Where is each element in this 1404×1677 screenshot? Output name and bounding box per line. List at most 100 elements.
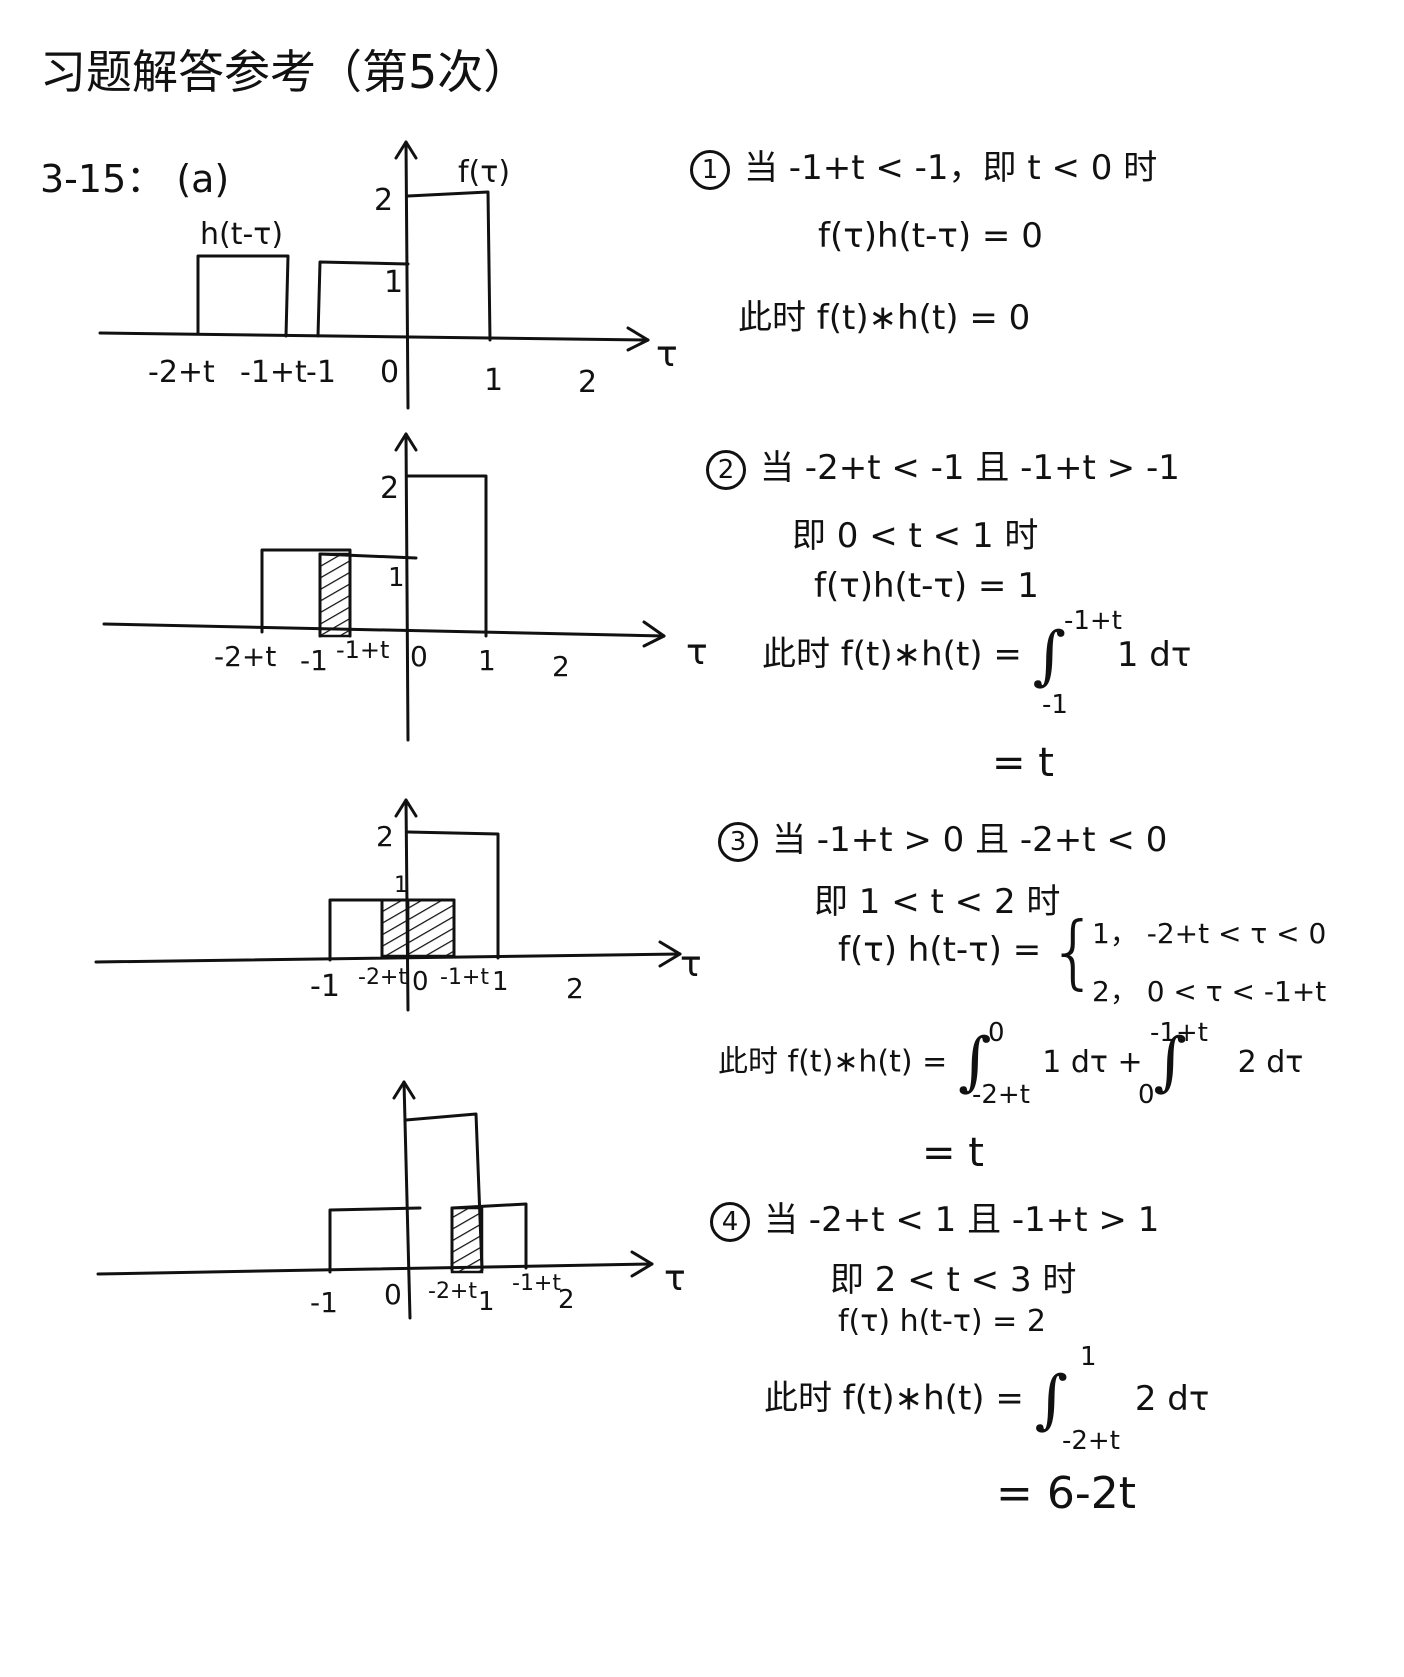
case4-integral-sign: ∫ [1034, 1363, 1068, 1437]
case2-integrand: 1 dτ [1116, 634, 1192, 675]
plot3-y-axis-arrow [394, 798, 418, 818]
plot2-axis-label: τ [686, 632, 708, 673]
case2-condition: 当 -2+t < -1 且 -1+t > -1 [760, 448, 1180, 488]
plot3-axis-label: τ [680, 944, 702, 985]
plot4-tau-axis-arrow [630, 1250, 654, 1278]
plot1-xtick-m1: -1 [306, 355, 336, 390]
case4-product: f(τ) h(t-τ) = 2 [838, 1304, 1046, 1339]
case3-integral-2-sign: ∫ [1153, 1025, 1187, 1099]
plot2-xtick-m1: -1 [300, 644, 328, 677]
plot4-xtick-m1: -1 [310, 1286, 338, 1319]
case3-integrand-2: 2 dτ [1237, 1044, 1304, 1080]
case3-int2-lower: 0 [1138, 1080, 1155, 1110]
plot3-tau-axis [94, 952, 682, 964]
plot-2: 2 1 -2+t -1 -1+t 0 1 2 τ [102, 432, 708, 742]
plot2-tau-axis [102, 622, 666, 638]
case3-brace: { [1048, 905, 1099, 998]
plot1-tau-axis [98, 331, 650, 342]
plot1-y-axis-arrow [394, 140, 418, 160]
case3-piece-1: 1， -2+t < τ < 0 [1092, 917, 1327, 950]
case3-int1-lower: -2+t [972, 1080, 1030, 1110]
case4-equals: = 6-2t [996, 1468, 1136, 1519]
plot2-f-rect-2 [406, 474, 488, 638]
plot1-tau-axis-arrow [626, 326, 650, 352]
plot4-xtick-0: 0 [384, 1278, 402, 1311]
plot2-y-axis [404, 432, 410, 742]
plot4-y-axis [402, 1080, 412, 1320]
plot2-overlap-region [318, 552, 352, 638]
plot2-y-axis-arrow [394, 432, 418, 452]
plot3-xtick-m2t: -2+t [358, 965, 407, 990]
case1-result: 此时 f(t)∗h(t) = 0 [738, 298, 1031, 338]
plot1-h-shifted-rect [196, 254, 290, 338]
case2-int-lower: -1 [1042, 690, 1068, 720]
plot3-xtick-0: 0 [412, 967, 429, 997]
plot3-y-axis [404, 798, 410, 1012]
plot4-overlap-region [450, 1206, 484, 1274]
plot4-f-rect-2 [404, 1112, 484, 1272]
case2-result-lhs: 此时 f(t)∗h(t) = [762, 634, 1022, 675]
plot1-ytick-2: 2 [374, 183, 393, 218]
plot4-tau-axis [96, 1262, 654, 1276]
problem-label: 3-15： (a) [40, 157, 230, 201]
plot1-h-label: h(t-τ) [200, 217, 283, 252]
plot1-f-rect-2 [406, 190, 492, 342]
plot1-f-rect-1 [316, 260, 410, 338]
case4-result-lhs: 此时 f(t)∗h(t) = [764, 1378, 1024, 1419]
case3-integral-1-sign: ∫ [958, 1025, 992, 1099]
plot1-axis-label: τ [656, 334, 678, 375]
plot3-overlap-right [406, 898, 456, 958]
case3-equals: = t [922, 1130, 984, 1176]
plot4-h-shifted-rect [450, 1202, 528, 1272]
plot1-ytick-1: 1 [384, 265, 403, 300]
case2-range: 即 0 < t < 1 时 [792, 516, 1039, 556]
plot4-axis-label: τ [664, 1258, 686, 1299]
case4-condition: 当 -2+t < 1 且 -1+t > 1 [764, 1200, 1160, 1240]
case3-condition: 当 -1+t > 0 且 -2+t < 0 [772, 820, 1168, 860]
case4-int-upper: 1 [1080, 1342, 1097, 1372]
case3-number: 3 [718, 821, 758, 862]
plot3-f-rect-1 [328, 898, 456, 962]
case3-result-lhs: 此时 f(t)∗h(t) = [718, 1044, 948, 1080]
case3-range: 即 1 < t < 2 时 [814, 882, 1061, 922]
plot2-xtick-0: 0 [410, 640, 428, 673]
plot2-xtick-m1t: -1+t [336, 636, 389, 664]
plot3-xtick-1: 1 [492, 967, 509, 997]
plot3-xtick-2: 2 [566, 972, 584, 1005]
case3-int2-upper: -1+t [1150, 1018, 1208, 1048]
plot4-xtick-m2t: -2+t [428, 1279, 477, 1304]
plot2-tau-axis-arrow [642, 620, 666, 648]
plot4-xtick-m1t: -1+t [512, 1271, 561, 1296]
plot4-xtick-2: 2 [558, 1285, 575, 1315]
plot2-h-shifted-rect [260, 548, 352, 638]
plot2-xtick-m2t: -2+t [214, 640, 276, 673]
case4-int-lower: -2+t [1062, 1426, 1120, 1456]
plot2-ytick-1: 1 [388, 563, 405, 593]
case2-integral-sign: ∫ [1032, 619, 1066, 693]
plot3-overlap-left [380, 898, 410, 958]
case4-integrand: 2 dτ [1134, 1378, 1210, 1419]
case2-number: 2 [706, 449, 746, 490]
plot4-y-axis-arrow [392, 1080, 416, 1100]
plot-4: -1 0 -2+t 1 -1+t 2 τ [96, 1080, 686, 1320]
case3-product-lhs: f(τ) h(t-τ) = [838, 930, 1042, 970]
plot1-xtick-m1t: -1+t [240, 355, 307, 390]
case4-number: 4 [710, 1201, 750, 1242]
plot3-ytick-1: 1 [394, 873, 408, 898]
plot4-f-rect-1 [328, 1206, 422, 1274]
plot3-tau-axis-arrow [658, 940, 682, 968]
case2-int-upper: -1+t [1064, 606, 1122, 636]
plot-1: f(τ) h(t-τ) 2 1 -2+t -1+t -1 0 1 2 τ [98, 140, 678, 410]
plot1-xtick-2: 2 [578, 365, 597, 400]
plot1-f-label: f(τ) [458, 155, 510, 190]
case1-number: 1 [690, 149, 730, 190]
plot1-xtick-1: 1 [484, 363, 503, 398]
case3-integrand-1: 1 dτ + [1042, 1044, 1143, 1080]
case4-range: 即 2 < t < 3 时 [830, 1260, 1077, 1300]
plot1-xtick-0: 0 [380, 355, 399, 390]
case1-condition: 当 -1+t < -1，即 t < 0 时 [744, 148, 1158, 188]
plot3-xtick-m1: -1 [310, 969, 340, 1004]
case3-int1-upper: 0 [988, 1018, 1005, 1048]
plot4-xtick-1: 1 [478, 1287, 495, 1317]
plot2-xtick-1: 1 [478, 644, 496, 677]
